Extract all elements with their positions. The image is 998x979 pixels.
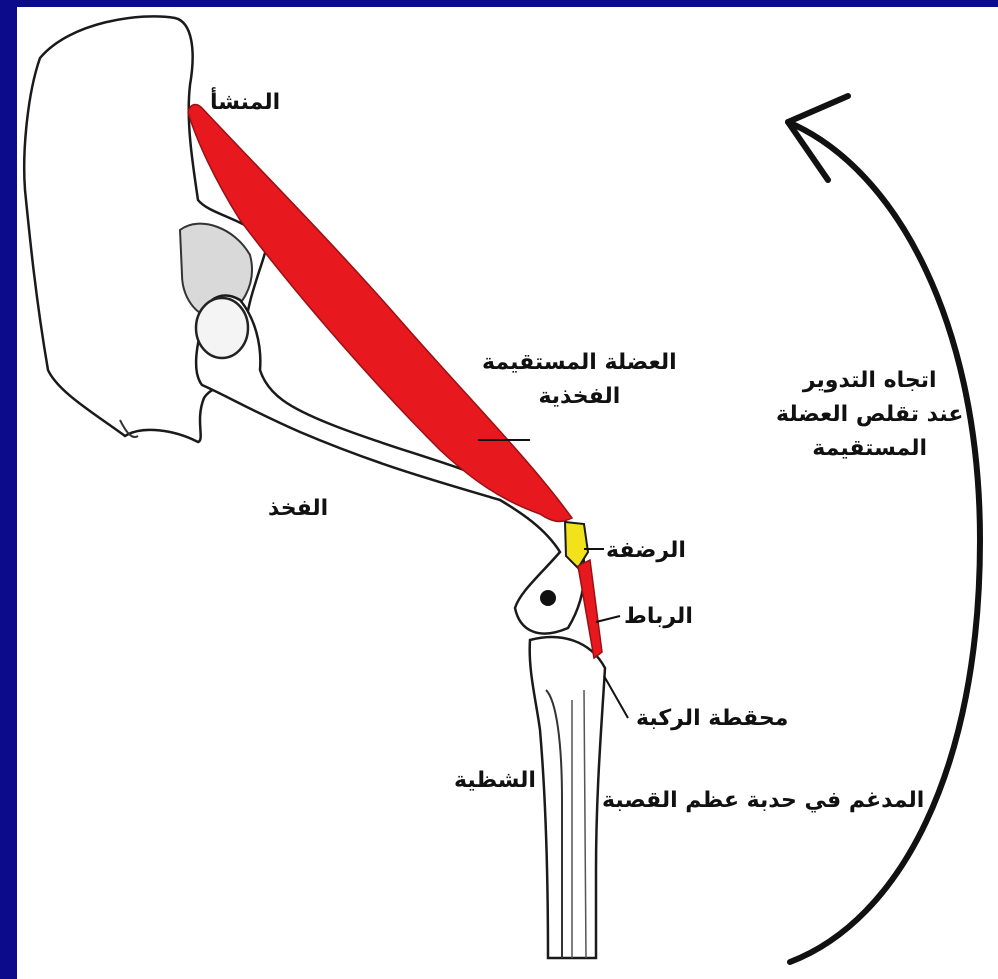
label-fibula: الشظية [454, 764, 536, 798]
label-rectus-femoris: العضلة المستقيمة الفخذية [482, 346, 677, 414]
curved-arrow-icon [788, 122, 980, 962]
label-rotation-line1: اتجاه التدوير [776, 364, 963, 398]
femoral-head [196, 298, 248, 358]
label-femur: الفخذ [268, 492, 328, 526]
label-rectus-femoris-line2: الفخذية [482, 380, 677, 414]
label-insertion: المدغم في حدبة عظم القصبة [602, 784, 924, 818]
label-rotation-line3: المستقيمة [776, 432, 963, 466]
label-rotation-line2: عند تقلص العضلة [776, 398, 963, 432]
label-ligament: الرباط [624, 600, 693, 634]
leader-ligament [596, 616, 620, 622]
knee-pivot-dot [540, 590, 556, 606]
label-origin: المنشأ [210, 86, 280, 120]
label-rotation-direction: اتجاه التدوير عند تقلص العضلة المستقيمة [776, 364, 963, 466]
label-patella: الرضفة [606, 534, 686, 568]
leader-knee-capsule [604, 676, 628, 718]
tibia-bone [530, 637, 605, 958]
label-knee-capsule: محقطة الركبة [636, 702, 788, 736]
label-rectus-femoris-line1: العضلة المستقيمة [482, 346, 677, 380]
